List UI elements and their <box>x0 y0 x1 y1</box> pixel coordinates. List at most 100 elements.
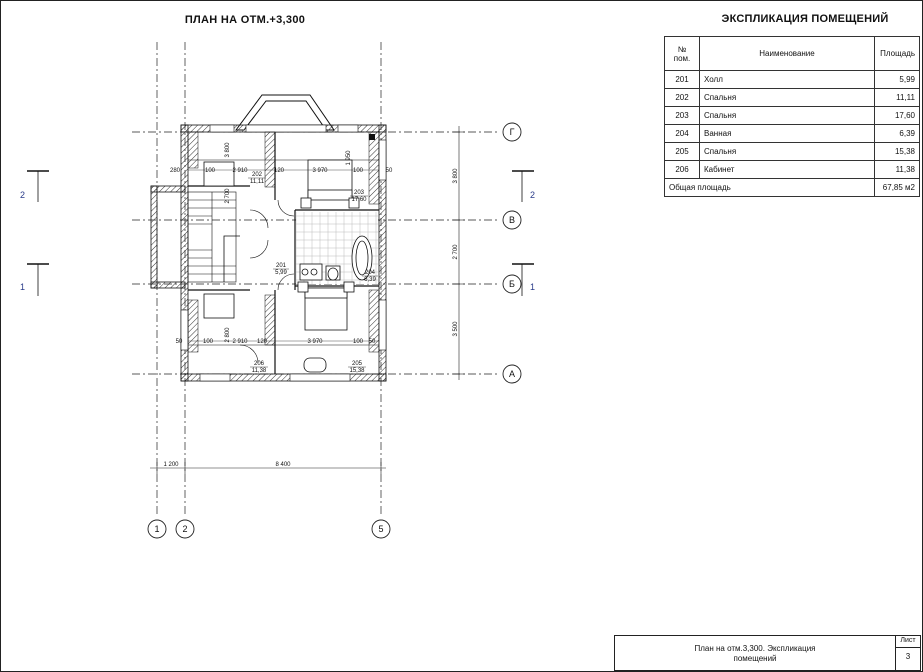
dim-top-3970: 3 970 <box>312 168 328 174</box>
row-area: 6,39 <box>874 124 920 143</box>
explication-table: № пом. Наименование Площадь 201 Холл 5,9… <box>664 36 920 197</box>
dim-top-100b: 100 <box>353 168 364 174</box>
sheet-box: Лист 3 <box>895 636 920 670</box>
room-201-area: 5,99 <box>275 270 287 276</box>
row-area: 15,38 <box>874 142 920 161</box>
room-206-num: 206 <box>254 361 265 367</box>
dim-top-50: 50 <box>386 168 393 174</box>
table-row: 202 Спальня 11,11 <box>664 88 920 107</box>
caption-line-2: помещений <box>733 654 777 663</box>
row-name: Кабинет <box>699 160 875 179</box>
staircase <box>187 191 240 283</box>
room-203-area: 17,60 <box>351 197 367 203</box>
row-name: Спальня <box>699 142 875 161</box>
row-name: Холл <box>699 70 875 89</box>
title-block: План на отм.3,300. Экспликация помещений… <box>614 635 921 671</box>
row-area: 11,38 <box>874 160 920 179</box>
axis-label-5: 5 <box>378 524 383 534</box>
dim-low-3970: 3 970 <box>307 339 323 345</box>
dim-low-2910: 2 910 <box>232 339 248 345</box>
title-block-caption: План на отм.3,300. Экспликация помещений <box>615 644 895 664</box>
room-205-num: 205 <box>352 361 363 367</box>
dim-bottom-1200: 1 200 <box>163 462 179 468</box>
dim-v-1950: 1 950 <box>346 150 352 166</box>
dim-v-2800: 2 800 <box>225 327 231 343</box>
row-name: Ванная <box>699 124 875 143</box>
axis-bubble-v <box>502 210 522 230</box>
room-203-num: 203 <box>354 190 365 196</box>
axis-label-b: Б <box>509 279 515 289</box>
sheet-number: 3 <box>905 652 911 661</box>
room-206-area: 11,38 <box>252 368 267 374</box>
total-label: Общая площадь <box>664 178 875 197</box>
section-label-2-left: 2 <box>20 190 25 200</box>
section-marks <box>27 170 534 296</box>
row-num: 202 <box>664 88 700 107</box>
caption-line-1: План на отм.3,300. Экспликация <box>694 644 816 653</box>
header-num: № пом. <box>664 36 700 71</box>
dim-low-100b: 100 <box>353 339 364 345</box>
sheet-label: Лист <box>896 637 920 648</box>
header-name: Наименование <box>699 36 875 71</box>
dim-low-50b: 50 <box>369 339 376 345</box>
axis-bubble-1 <box>147 519 167 539</box>
explication-title: ЭКСПЛИКАЦИЯ ПОМЕЩЕНИЙ <box>721 13 889 25</box>
dim-top-100a: 100 <box>205 168 216 174</box>
axis-bubble-a <box>502 364 522 384</box>
table-row: 205 Спальня 15,38 <box>664 142 920 161</box>
row-num: 205 <box>664 142 700 161</box>
total-value: 67,85 м2 <box>874 178 920 197</box>
row-num: 206 <box>664 160 700 179</box>
bathroom-fixtures <box>299 235 373 281</box>
row-num: 204 <box>664 124 700 143</box>
dim-top-120: 120 <box>274 168 285 174</box>
room-202-area: 11,11 <box>250 179 265 185</box>
dim-low-100a: 100 <box>203 339 214 345</box>
room-204-area: 6,39 <box>364 277 376 283</box>
axis-label-1: 1 <box>154 524 159 534</box>
room-204-num: 204 <box>365 270 376 276</box>
dimension-lines <box>150 126 465 474</box>
row-num: 203 <box>664 106 700 125</box>
row-area: 17,60 <box>874 106 920 125</box>
row-name: Спальня <box>699 88 875 107</box>
dim-v-2700: 2 700 <box>225 188 231 204</box>
table-row: 206 Кабинет 11,38 <box>664 160 920 179</box>
dim-top-280: 280 <box>170 168 181 174</box>
room-202-num: 202 <box>252 172 263 178</box>
header-area: Площадь <box>874 36 920 71</box>
dim-right-2700: 2 700 <box>453 244 459 260</box>
table-total-row: Общая площадь 67,85 м2 <box>664 178 920 197</box>
axis-bubble-b <box>502 274 522 294</box>
row-name: Спальня <box>699 106 875 125</box>
plan-title: ПЛАН НА ОТМ.+3,300 <box>184 14 306 26</box>
row-area: 5,99 <box>874 70 920 89</box>
outer-walls <box>150 124 387 382</box>
dim-low-50: 50 <box>176 339 183 345</box>
row-num: 201 <box>664 70 700 89</box>
table-row: 204 Ванная 6,39 <box>664 124 920 143</box>
beds <box>203 159 360 373</box>
dim-right-3800: 3 800 <box>453 168 459 184</box>
dim-bottom-8400: 8 400 <box>275 462 291 468</box>
axis-bubble-2 <box>175 519 195 539</box>
axis-label-a: А <box>509 369 515 379</box>
table-row: 203 Спальня 17,60 <box>664 106 920 125</box>
doors <box>239 199 295 364</box>
dim-low-120: 120 <box>257 339 268 345</box>
table-row: 201 Холл 5,99 <box>664 70 920 89</box>
section-label-2-right: 2 <box>530 190 535 200</box>
dim-right-3500: 3 500 <box>453 321 459 337</box>
section-label-1-left: 1 <box>20 282 25 292</box>
axis-label-g: Г <box>510 127 515 137</box>
row-area: 11,11 <box>874 88 920 107</box>
wardrobes <box>187 131 380 353</box>
axis-bubble-g <box>502 122 522 142</box>
dim-v-3800: 3 800 <box>225 142 231 158</box>
dim-top-2910: 2 910 <box>232 168 248 174</box>
room-201-num: 201 <box>276 263 287 269</box>
axis-bubble-5 <box>371 519 391 539</box>
room-205-area: 15,38 <box>349 368 365 374</box>
table-header-row: № пом. Наименование Площадь <box>664 36 920 71</box>
